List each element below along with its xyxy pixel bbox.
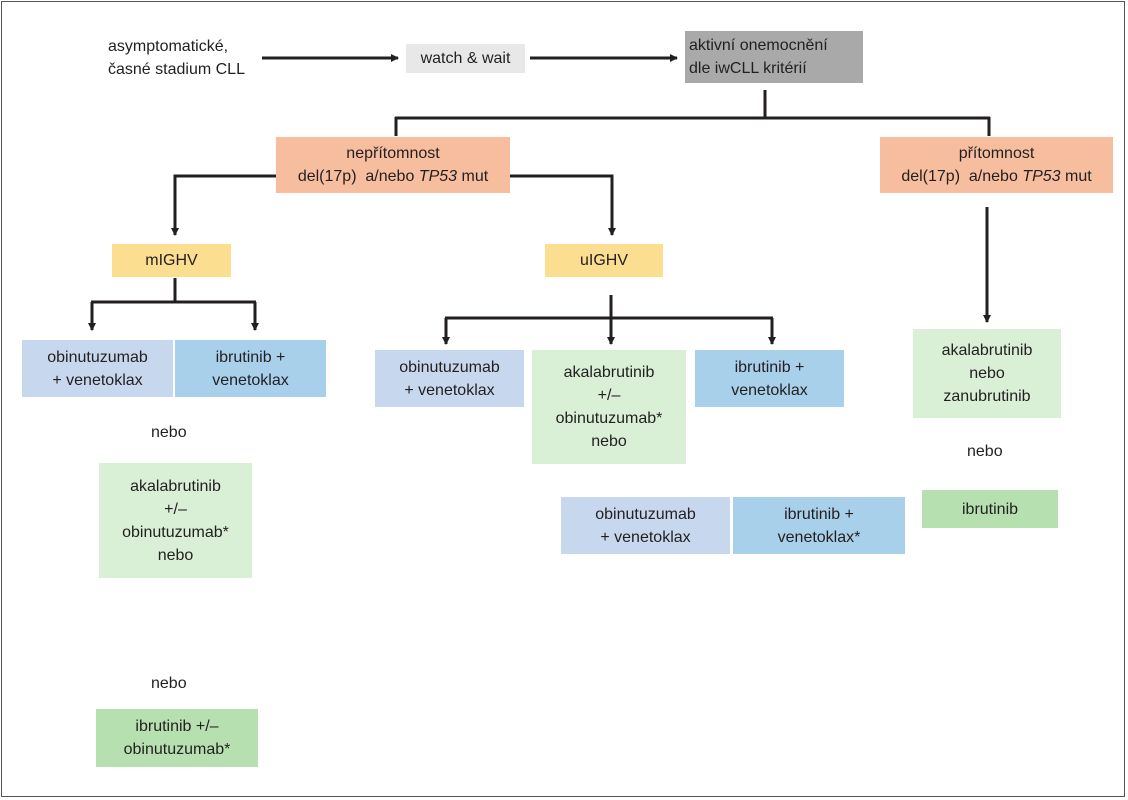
mighv-obinutuzumab-line2: + venetoklax <box>52 371 143 389</box>
uighv-obinutuzumab-line2: + venetoklax <box>404 381 495 399</box>
absence-del17p-tp53-box: nepřítomnost del(17p) a/nebo TP53 mut <box>276 137 510 193</box>
presence-or: nebo <box>967 443 1003 460</box>
uighv-akalabrutinib-line3: obinutuzumab* <box>555 410 663 427</box>
uighv-akalabrutinib-line4: nebo <box>591 433 627 450</box>
mighv-or-1: nebo <box>151 424 187 441</box>
presence-gene: TP53 <box>1022 168 1061 185</box>
uighv-ibrutinib-venetoklax-2-box: ibrutinib + venetoklax* <box>733 497 905 554</box>
mighv-ibrutinib-line1: ibrutinib + <box>215 348 286 366</box>
presence-akala-line1: akalabrutinib <box>941 342 1033 359</box>
mighv-akalabrutinib-line1: akalabrutinib <box>130 477 221 495</box>
presence-line2: del(17p) a/nebo TP53 mut <box>901 165 1091 188</box>
uighv-ibrutinib-venetoklax-box: ibrutinib + venetoklax <box>695 350 844 407</box>
uighv-ibrutinib-line2: venetoklax <box>731 381 808 399</box>
uighv-obinutuzumab-2-line2: + venetoklax <box>600 528 691 546</box>
uighv-akalabrutinib-line2: +/– <box>597 387 621 404</box>
presence-akala-line2: nebo <box>969 365 1005 382</box>
absence-line2-prefix: del(17p) a/nebo <box>297 168 419 185</box>
uighv-ibrutinib-line1: ibrutinib + <box>734 358 805 376</box>
watch-wait-box: watch & wait <box>406 44 525 73</box>
presence-ibrutinib-box: ibrutinib <box>922 490 1058 528</box>
active-disease-box: aktivní onemocnění dle iwCLL kritérií <box>685 31 863 83</box>
absence-line2: del(17p) a/nebo TP53 mut <box>298 165 488 188</box>
mighv-label: mIGHV <box>145 252 198 269</box>
presence-akala-line3: zanubrutinib <box>943 388 1031 405</box>
uighv-obinutuzumab-venetoklax-2-box: obinutuzumab + venetoklax <box>561 497 730 554</box>
mighv-ibrutinib-line2: venetoklax <box>212 371 289 389</box>
absence-gene: TP53 <box>418 168 458 185</box>
mighv-ibrutinib-obi-line1: ibrutinib +/– <box>135 718 219 735</box>
start-label: asymptomatické, časné stadium CLL <box>108 35 245 81</box>
start-label-line2: časné stadium CLL <box>108 61 245 78</box>
mighv-akalabrutinib-box: akalabrutinib +/– obinutuzumab* nebo <box>99 463 252 578</box>
uighv-box: uIGHV <box>545 244 663 277</box>
active-disease-line1: aktivní onemocnění <box>689 37 828 54</box>
mighv-obinutuzumab-line1: obinutuzumab <box>47 348 148 366</box>
uighv-obinutuzumab-2-line1: obinutuzumab <box>595 505 696 523</box>
mighv-ibrutinib-venetoklax-box: ibrutinib + venetoklax <box>175 340 326 397</box>
arrow-absence-to-uighv <box>510 174 616 236</box>
active-disease-line2: dle iwCLL kritérií <box>689 60 807 77</box>
uighv-ibrutinib-2-line1: ibrutinib + <box>784 505 854 523</box>
uighv-label: uIGHV <box>579 252 628 269</box>
absence-line2-suffix: mut <box>457 168 489 185</box>
watch-wait-label: watch & wait <box>420 50 511 67</box>
presence-line2-suffix: mut <box>1060 168 1092 185</box>
uighv-akalabrutinib-box: akalabrutinib +/– obinutuzumab* nebo <box>532 350 686 464</box>
mighv-obinutuzumab-venetoklax-box: obinutuzumab + venetoklax <box>22 340 173 397</box>
mighv-ibrutinib-obi-line2: obinutuzumab* <box>123 741 231 758</box>
start-label-line1: asymptomatické, <box>108 38 229 55</box>
uighv-obinutuzumab-venetoklax-box: obinutuzumab + venetoklax <box>375 350 524 407</box>
absence-line1: nepřítomnost <box>346 145 440 162</box>
presence-line1: přítomnost <box>958 145 1035 162</box>
mighv-ibrutinib-box: ibrutinib +/– obinutuzumab* <box>96 709 258 767</box>
arrow-absence-to-mighv <box>171 174 276 236</box>
mighv-or-2: nebo <box>151 675 187 692</box>
uighv-akalabrutinib-line1: akalabrutinib <box>563 364 655 381</box>
mighv-akalabrutinib-line2: +/– <box>164 500 187 518</box>
mighv-akalabrutinib-line3: obinutuzumab* <box>122 523 229 541</box>
mighv-akalabrutinib-line4: nebo <box>157 546 194 564</box>
uighv-ibrutinib-2-line2: venetoklax* <box>777 528 861 546</box>
mighv-box: mIGHV <box>112 244 231 277</box>
uighv-obinutuzumab-line1: obinutuzumab <box>399 358 500 376</box>
presence-akala-zanu-box: akalabrutinib nebo zanubrutinib <box>913 329 1061 418</box>
presence-line2-prefix: del(17p) a/nebo <box>901 168 1023 185</box>
presence-ibrutinib-label: ibrutinib <box>961 500 1019 518</box>
presence-del17p-tp53-box: přítomnost del(17p) a/nebo TP53 mut <box>880 137 1113 193</box>
